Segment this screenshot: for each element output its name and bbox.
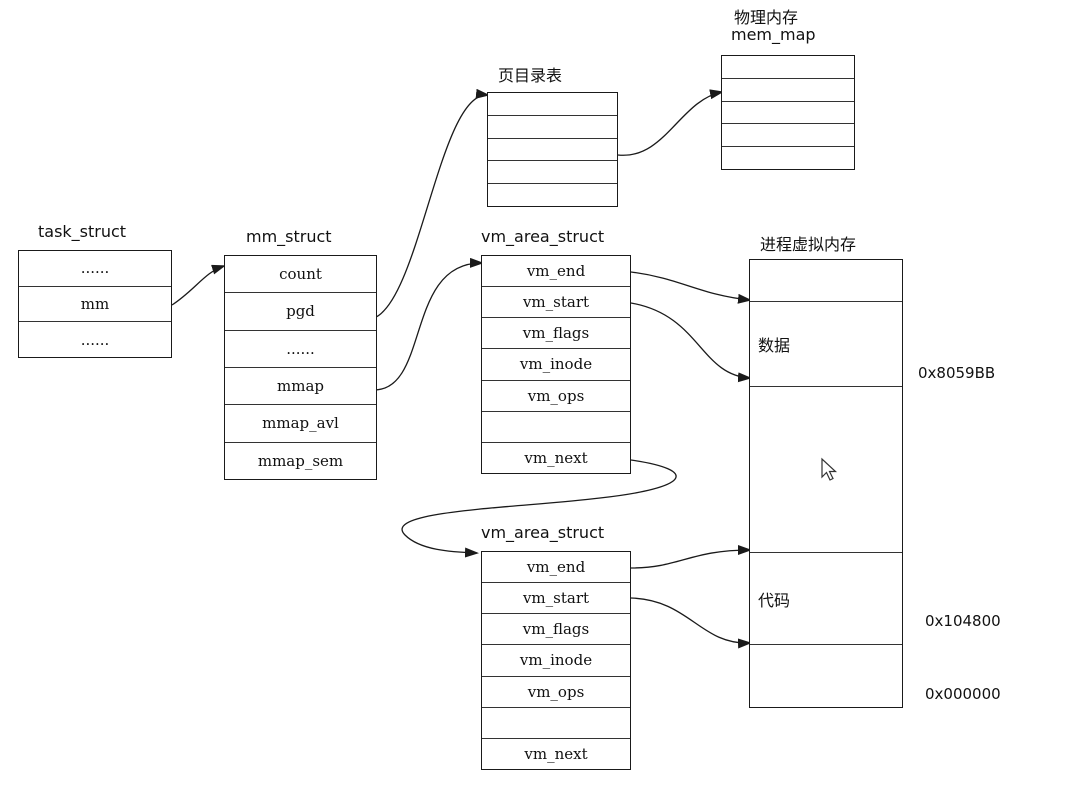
vma2-field-1: vm_start [482, 583, 630, 615]
mem-map-box [721, 55, 855, 170]
mm-struct-title: mm_struct [246, 227, 332, 246]
address-label-code-top: 0x104800 [925, 612, 1001, 630]
mm-struct-field-1: pgd [225, 293, 376, 331]
vma1-field-5 [482, 412, 630, 443]
arrow-vma2-end-to-vmem [630, 545, 752, 569]
vma1-title: vm_area_struct [481, 227, 605, 246]
vmem-box: 数据 代码 [749, 259, 903, 708]
vma2-field-5 [482, 708, 630, 739]
mm-struct-field-3: mmap [225, 368, 376, 406]
mem-map-field-1 [722, 79, 854, 102]
vma2-field-0: vm_end [482, 552, 630, 584]
vma1-field-3: vm_inode [482, 349, 630, 381]
mm-struct-field-2: ...... [225, 331, 376, 368]
task-struct-field-0: ...... [19, 251, 171, 287]
mm-struct-field-4: mmap_avl [225, 405, 376, 443]
vma1-field-0: vm_end [482, 256, 630, 288]
vma2-field-3: vm_inode [482, 645, 630, 677]
address-label-base: 0x000000 [925, 685, 1001, 703]
vmem-segment-gap [750, 387, 902, 553]
phys-mem-title: 物理内存 [734, 8, 799, 27]
page-dir-field-3 [488, 161, 617, 185]
arrow-vma2-start-to-vmem [630, 597, 752, 649]
vma1-field-6: vm_next [524, 448, 588, 467]
vma2-field-6: vm_next [524, 744, 588, 763]
page-dir-field-2 [488, 139, 617, 162]
task-struct-field-2: ...... [80, 330, 110, 349]
vma1-field-1: vm_start [482, 287, 630, 319]
arrow-page-dir-to-mem-map [617, 89, 724, 156]
address-label-data-top: 0x8059BB [918, 364, 996, 382]
mm-struct-field-0: count [225, 256, 376, 294]
arrow-pgd-to-page-dir [373, 88, 490, 319]
page-dir-field-0 [488, 93, 617, 116]
mm-struct-field-5: mmap_sem [257, 451, 344, 470]
mem-map-field-3 [722, 124, 854, 148]
task-struct-title: task_struct [38, 222, 127, 241]
mem-map-title: mem_map [731, 25, 816, 44]
arrow-vma1-next-to-vma2 [401, 459, 677, 558]
vmem-title: 进程虚拟内存 [760, 235, 857, 254]
mem-map-field-4 [722, 147, 854, 169]
page-dir-field-1 [488, 116, 617, 139]
vmem-segment-code: 代码 [750, 553, 902, 645]
mem-map-field-0 [722, 56, 854, 79]
arrow-vma1-end-to-vmem [630, 271, 752, 304]
vmem-segment-top [750, 260, 902, 302]
vma2-field-2: vm_flags [482, 614, 630, 646]
vma2-title: vm_area_struct [481, 523, 605, 542]
vmem-segment-data: 数据 [750, 302, 902, 387]
mem-map-field-2 [722, 102, 854, 125]
task-struct-field-1: mm [19, 287, 171, 323]
task-struct-box: ......mm...... [18, 250, 172, 358]
vma2-field-4: vm_ops [482, 677, 630, 708]
vma1-field-4: vm_ops [482, 381, 630, 412]
arrow-task-mm-to-mm-struct [171, 264, 226, 306]
mouse-cursor-icon [821, 457, 838, 481]
arrow-mmap-to-vma1 [373, 257, 484, 391]
page-dir-field-4 [488, 184, 617, 206]
vma1-field-2: vm_flags [482, 318, 630, 350]
page-dir-title: 页目录表 [498, 66, 563, 85]
vmem-segment-bottom [750, 645, 902, 707]
arrow-vma1-start-to-vmem [630, 302, 752, 383]
page-dir-box [487, 92, 618, 207]
